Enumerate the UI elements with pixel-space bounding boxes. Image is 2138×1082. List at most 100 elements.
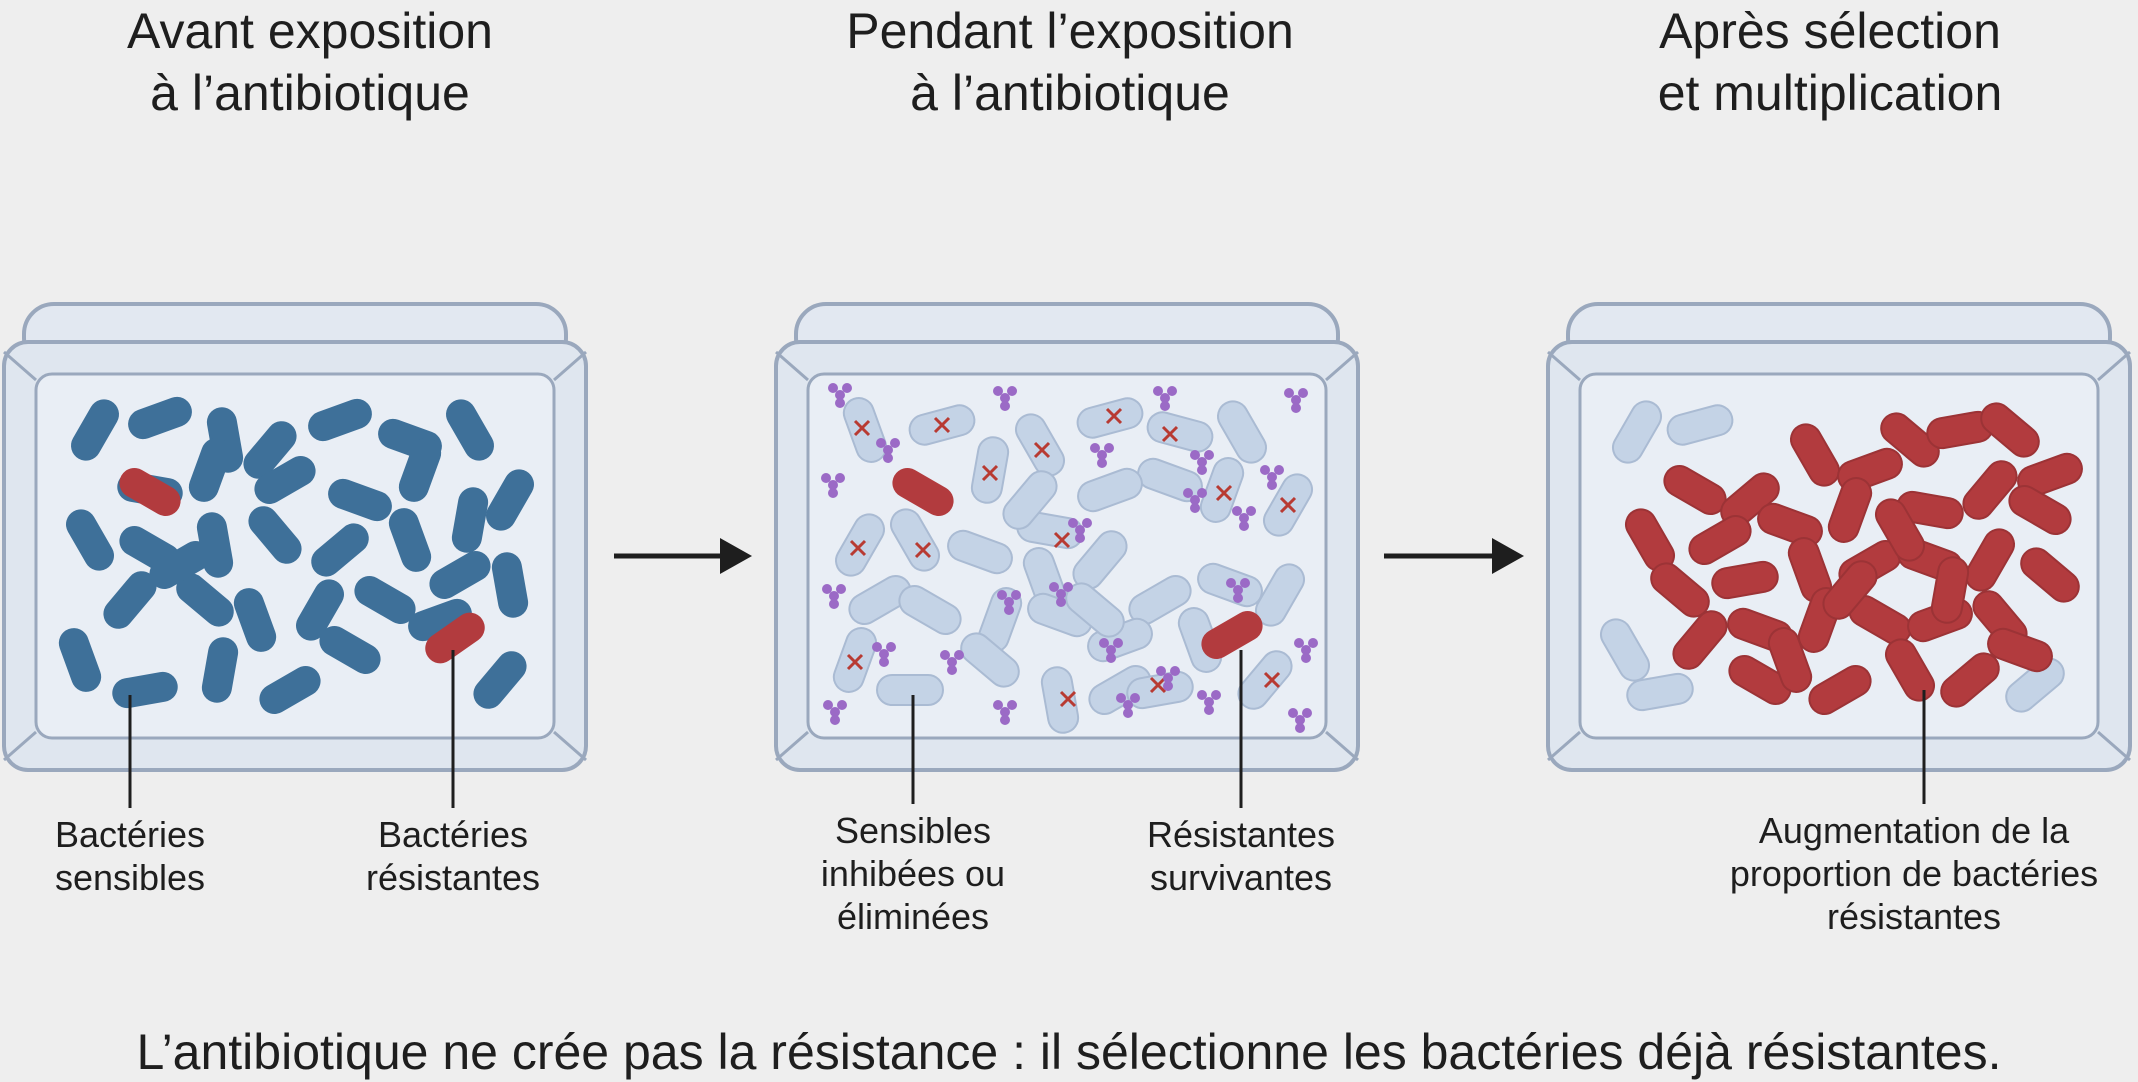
- bacterium-icon: [1128, 575, 1192, 625]
- bacterium-icon: [2020, 547, 2080, 603]
- bacterium-icon: [1875, 498, 1925, 562]
- bacterium-icon: [259, 666, 321, 714]
- kill-mark-icon: [914, 541, 932, 559]
- panel-2-title: Pendant l’exposition à l’antibiotique: [846, 3, 1294, 121]
- bacterium-icon: [848, 575, 912, 625]
- bacterium-icon: [473, 651, 527, 709]
- bacterium-icon: [1767, 627, 1813, 693]
- bacterium-icon: [1040, 666, 1080, 734]
- bacterium-icon: [1987, 627, 2053, 673]
- bacterium-icon: [66, 509, 114, 571]
- bacterium-icon: [1146, 411, 1214, 453]
- kill-mark-icon: [846, 653, 864, 671]
- bacterium-icon: [451, 487, 489, 553]
- bacterium-icon: [71, 399, 119, 461]
- label-sensitive-bacteria: Bactéries sensibles: [54, 814, 206, 898]
- bacterium-icon: [1930, 556, 1970, 624]
- bacterium-icon: [311, 523, 369, 577]
- bacterium-icon: [1827, 477, 1873, 543]
- kill-mark-icon: [1263, 671, 1281, 689]
- arrow-right-icon: [614, 538, 752, 574]
- bacterium-icon: [960, 632, 1020, 688]
- bacterium-icon: [1237, 650, 1293, 710]
- bacterium-icon: [1126, 670, 1194, 710]
- bacterium-icon: [1672, 610, 1728, 670]
- bacterium-icon: [149, 541, 211, 589]
- bacterium-icon: [446, 399, 494, 461]
- bacterium-icon: [1002, 470, 1058, 530]
- arrow-right-icon: [1384, 538, 1524, 574]
- bacterium-icon: [1808, 665, 1872, 715]
- kill-mark-icon: [1033, 441, 1051, 459]
- bacterium-icon: [1711, 560, 1779, 600]
- bacterium-icon: [119, 468, 181, 516]
- bacterium-icon: [1757, 502, 1823, 548]
- bacterium-icon: [1965, 528, 2015, 592]
- bacterium-icon: [1650, 562, 1710, 618]
- kill-mark-icon: [1053, 531, 1071, 549]
- kill-mark-icon: [1149, 676, 1167, 694]
- label-sensitive-inhibited: Sensibles inhibées ou éliminées: [820, 810, 1006, 937]
- bacterium-icon: [1885, 638, 1935, 702]
- panel-3-title: Après sélection et multiplication: [1657, 3, 2003, 121]
- bacterium-icon: [1962, 460, 2018, 520]
- bacterium-icon: [429, 551, 491, 599]
- bacterium-icon: [398, 438, 442, 502]
- bacterium-icon: [1626, 672, 1694, 712]
- bacterium-icon: [233, 588, 277, 652]
- bacterium-icon: [319, 626, 381, 674]
- panel-1-bacteria: [58, 396, 534, 714]
- bacterium-icon: [388, 508, 432, 572]
- conclusion-text: L’antibiotique ne crée pas la résistance…: [136, 1024, 2002, 1080]
- bacterium-icon: [308, 398, 372, 442]
- kill-mark-icon: [1279, 496, 1297, 514]
- label-resistant-bacteria: Bactéries résistantes: [365, 814, 541, 898]
- bacterium-icon: [2005, 657, 2065, 713]
- panel-3-bacteria: [1600, 400, 2083, 715]
- bacterium-icon: [254, 456, 316, 504]
- bacterium-icon: [898, 585, 962, 635]
- bacterium-icon: [425, 612, 485, 664]
- bacterium-icon: [103, 571, 157, 629]
- bacterium-icon: [1790, 423, 1840, 487]
- kill-mark-icon: [853, 419, 871, 437]
- bacterium-icon: [248, 506, 302, 564]
- kill-mark-icon: [981, 464, 999, 482]
- bacterium-icon: [354, 576, 416, 624]
- bacterium-icon: [408, 598, 472, 642]
- bacterium-icon: [328, 478, 392, 522]
- bacterium-icon: [128, 396, 192, 440]
- bacterium-icon: [243, 421, 297, 479]
- bacterium-icon: [1015, 413, 1065, 477]
- bacterium-icon: [296, 579, 344, 641]
- bacterium-icon: [188, 438, 232, 502]
- kill-mark-icon: [1105, 407, 1123, 425]
- kill-mark-icon: [849, 539, 867, 557]
- bacterium-icon: [876, 674, 944, 706]
- bacterium-icon: [1201, 611, 1263, 659]
- bacterium-icon: [1217, 400, 1267, 464]
- label-resistant-proportion: Augmentation de la proportion de bactéri…: [1729, 810, 2099, 937]
- bacterium-icon: [58, 628, 102, 692]
- bacterium-icon: [1980, 402, 2040, 458]
- kill-mark-icon: [1215, 484, 1233, 502]
- bacterium-icon: [947, 529, 1013, 575]
- bacterium-icon: [1728, 655, 1792, 705]
- bacterium-icon: [1600, 618, 1650, 682]
- bacterium-icon: [176, 573, 234, 627]
- panel-1-title: Avant exposition à l’antibiotique: [127, 3, 493, 121]
- bacterium-icon: [486, 469, 534, 531]
- kill-mark-icon: [1059, 690, 1077, 708]
- bacterium-icon: [1940, 652, 2000, 708]
- bacterium-icon: [1612, 400, 1662, 464]
- kill-mark-icon: [1161, 425, 1179, 443]
- bacterium-icon: [1255, 563, 1305, 627]
- label-resistant-survivors: Résistantes survivantes: [1146, 814, 1336, 898]
- bacterium-icon: [1880, 412, 1940, 468]
- bacterium-icon: [1077, 467, 1143, 513]
- bacterium-icon: [1822, 560, 1878, 620]
- bacterium-icon: [201, 637, 239, 703]
- bacterium-icon: [970, 436, 1010, 504]
